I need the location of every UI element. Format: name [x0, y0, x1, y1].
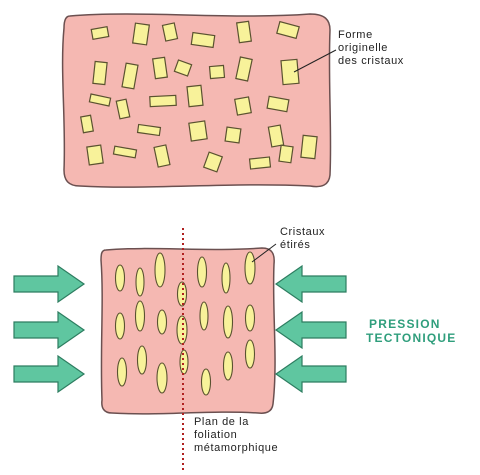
crystal	[210, 65, 225, 78]
crystal	[187, 85, 203, 106]
crystal	[153, 57, 168, 78]
crystal	[198, 257, 207, 287]
crystal	[155, 253, 165, 287]
crystal	[81, 115, 94, 132]
label-line: foliation	[194, 429, 278, 442]
crystal	[116, 265, 125, 291]
label-line: Forme	[338, 29, 404, 42]
label-line: originelle	[338, 42, 404, 55]
pressure-arrows-right	[276, 266, 346, 392]
crystal	[200, 302, 208, 330]
crystal	[191, 33, 214, 48]
label-line: Cristaux	[280, 226, 325, 239]
crystal	[202, 369, 211, 395]
crystal	[133, 23, 150, 45]
arrow-left-icon	[276, 266, 346, 302]
crystal	[246, 340, 255, 368]
crystal	[118, 358, 127, 386]
crystal	[225, 127, 241, 143]
crystal	[237, 21, 252, 42]
crystal	[281, 59, 299, 84]
crystal	[224, 306, 233, 338]
crystal	[136, 301, 145, 331]
crystal	[279, 145, 293, 163]
crystal	[162, 23, 177, 41]
label-pression-tectonique: PRESSION TECTONIQUE	[366, 317, 456, 345]
arrow-left-icon	[276, 356, 346, 392]
crystal	[158, 310, 167, 334]
crystal	[224, 352, 233, 380]
label-forme-originelle: Forme originelle des cristaux	[338, 29, 404, 68]
label-plan-foliation: Plan de la foliation métamorphique	[194, 416, 278, 455]
crystal	[189, 121, 207, 141]
arrow-right-icon	[14, 266, 84, 302]
crystal	[235, 97, 252, 115]
label-line: étirés	[280, 239, 325, 252]
crystal	[138, 346, 147, 374]
crystal	[93, 61, 107, 84]
crystal	[87, 145, 103, 165]
label-line: métamorphique	[194, 442, 278, 455]
arrow-right-icon	[14, 356, 84, 392]
arrow-right-icon	[14, 312, 84, 348]
label-line: TECTONIQUE	[366, 331, 456, 345]
label-line: PRESSION	[366, 317, 456, 331]
crystal	[268, 125, 283, 147]
crystal	[157, 363, 167, 393]
label-cristaux-etires: Cristaux étirés	[280, 226, 325, 252]
label-line: des cristaux	[338, 55, 404, 68]
label-line: Plan de la	[194, 416, 278, 429]
crystal	[245, 252, 255, 284]
crystal	[91, 27, 108, 40]
arrow-left-icon	[276, 312, 346, 348]
crystal	[136, 268, 144, 296]
pressure-arrows-left	[14, 266, 84, 392]
crystal	[246, 305, 255, 331]
crystal	[250, 157, 271, 169]
crystal	[116, 313, 125, 339]
crystal	[150, 95, 176, 106]
crystal	[267, 96, 289, 111]
crystal	[301, 135, 317, 158]
crystal	[222, 263, 230, 293]
